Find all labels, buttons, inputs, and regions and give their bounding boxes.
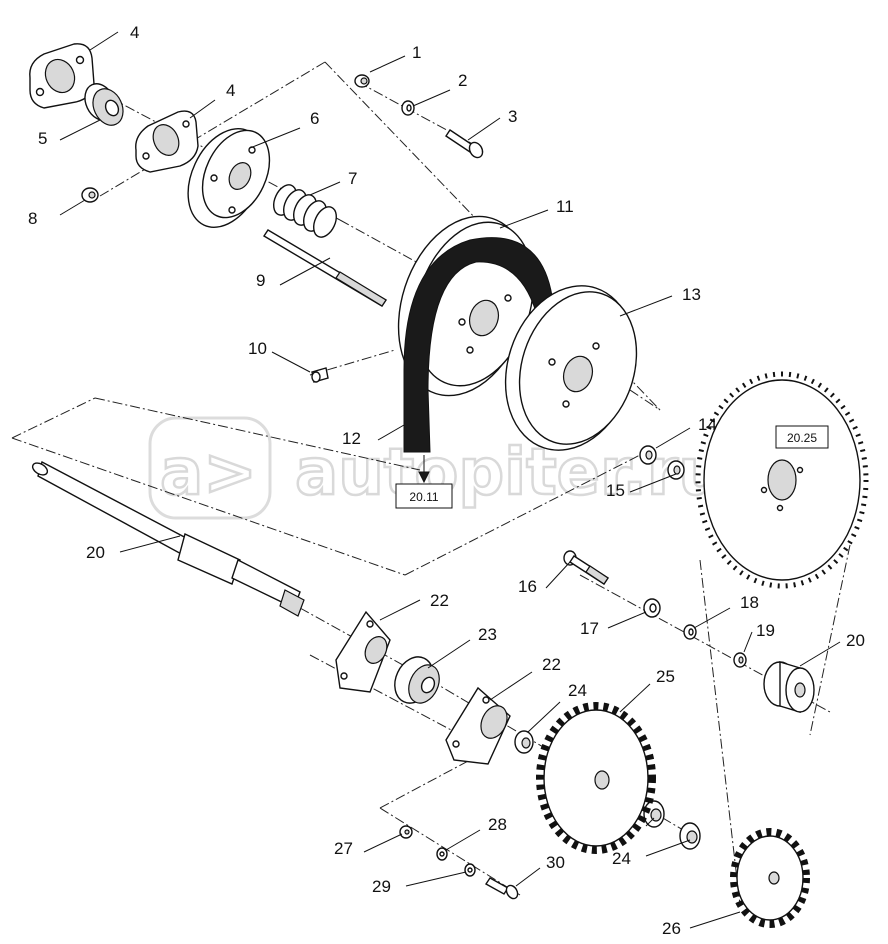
callout-11: 11 (556, 197, 574, 216)
callout-22-bottom: 22 (542, 655, 561, 674)
reference-box-belt: 20.11 (395, 455, 453, 509)
callout-9: 9 (256, 271, 265, 290)
callout-24-bottom: 24 (612, 849, 631, 868)
rod-part-9 (263, 229, 387, 307)
washer-part-29 (464, 863, 476, 877)
roller-part-20 (763, 661, 815, 713)
disc-part-6 (187, 128, 271, 228)
flange-part-4-bottom (135, 110, 199, 173)
callout-6: 6 (310, 109, 319, 128)
sprocket-part-26 (730, 828, 810, 928)
callout-4-top: 4 (130, 23, 139, 42)
callout-5: 5 (38, 129, 47, 148)
flange-part-22-left (335, 610, 391, 693)
callout-20: 20 (846, 631, 865, 650)
spacer-part-24-c (679, 822, 701, 850)
spacer-part-24-a (514, 730, 534, 754)
callout-13: 13 (682, 285, 701, 304)
callout-15: 15 (606, 481, 625, 500)
callout-21: 20 (86, 543, 105, 562)
callout-18: 18 (740, 593, 759, 612)
nut-part-1 (354, 74, 370, 88)
callout-1: 1 (412, 43, 421, 62)
callout-27: 27 (334, 839, 353, 858)
washer-part-18 (683, 624, 697, 640)
washer-part-2 (401, 100, 415, 116)
callout-19: 19 (756, 621, 775, 640)
spring-part-7 (272, 184, 338, 238)
spacer-part-24-b (643, 800, 665, 828)
callout-14: 14 (698, 415, 717, 434)
callout-10: 10 (248, 339, 267, 358)
large-sprocket: 20.25 (695, 371, 869, 589)
sprocket-part-25 (536, 702, 656, 854)
callout-24-top: 24 (568, 681, 587, 700)
callout-26: 26 (662, 919, 681, 938)
nut-part-15 (667, 460, 685, 480)
callout-labels: 4 4 5 6 8 7 1 2 3 9 11 10 12 13 14 15 20… (28, 23, 865, 938)
bolt-part-16 (563, 550, 609, 585)
callout-8: 8 (28, 209, 37, 228)
washer-part-28 (436, 847, 448, 861)
watermark-logo-frame (148, 416, 272, 520)
callout-30: 30 (546, 853, 565, 872)
callout-29: 29 (372, 877, 391, 896)
leader-lines (59, 31, 841, 929)
callout-17: 17 (580, 619, 599, 638)
callout-22-top: 22 (430, 591, 449, 610)
callout-4-bottom: 4 (226, 81, 235, 100)
callout-16: 16 (518, 577, 537, 596)
shaft-part-21 (31, 460, 305, 617)
nut-part-19 (733, 652, 747, 668)
callout-25: 25 (656, 667, 675, 686)
washer-part-14 (639, 445, 657, 465)
callout-2: 2 (458, 71, 467, 90)
nut-part-8 (81, 187, 99, 203)
flange-part-22-right (445, 686, 511, 765)
reference-label-20-11: 20.11 (409, 490, 438, 504)
nut-part-27 (399, 825, 413, 839)
callout-23: 23 (478, 625, 497, 644)
bearing-part-5 (84, 83, 124, 126)
bearing-part-23 (394, 656, 440, 704)
reference-label-20-25: 20.25 (787, 431, 817, 445)
callout-12: 12 (342, 429, 361, 448)
bolt-part-3 (445, 129, 484, 159)
callout-7: 7 (348, 169, 357, 188)
callout-28: 28 (488, 815, 507, 834)
callout-3: 3 (508, 107, 517, 126)
watermark-logo-text: a> (160, 436, 257, 510)
pulley-half-part-13 (504, 285, 638, 451)
bolt-part-30 (484, 877, 519, 900)
fitting-part-10 (311, 367, 329, 383)
washer-part-17 (643, 598, 661, 618)
